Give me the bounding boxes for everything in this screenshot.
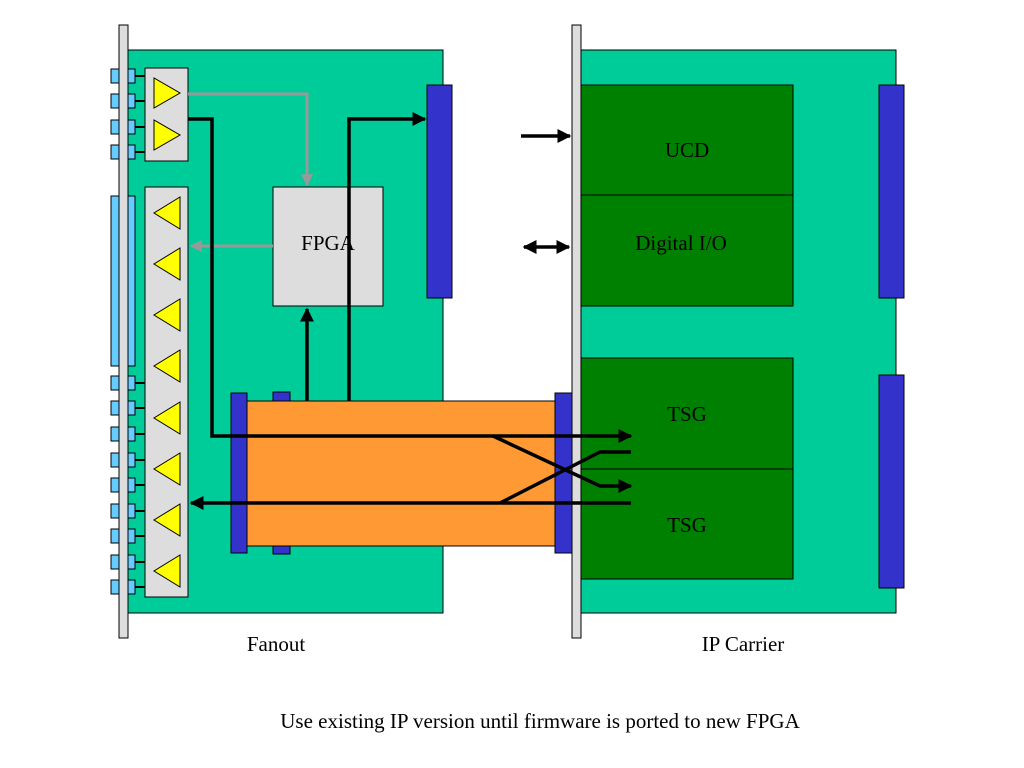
amplifier-icon bbox=[153, 247, 181, 281]
fanout-title: Fanout bbox=[246, 632, 306, 656]
cable-body bbox=[246, 400, 558, 547]
amplifier-icon bbox=[153, 196, 181, 230]
amplifier-icon bbox=[153, 119, 182, 151]
amplifier-icon bbox=[153, 77, 182, 109]
ucd-label: UCD bbox=[664, 138, 710, 162]
amplifier-icon bbox=[153, 298, 181, 332]
amplifier-icon bbox=[153, 554, 181, 588]
signal-return bbox=[189, 450, 631, 510]
ucd-module bbox=[580, 84, 794, 196]
ip-modules bbox=[580, 84, 794, 580]
port-stubs bbox=[135, 75, 146, 588]
amplifier-icon bbox=[153, 452, 181, 486]
amplifier-icon bbox=[153, 349, 181, 383]
internal-signals bbox=[188, 92, 313, 252]
fpga-chip bbox=[272, 186, 384, 307]
tsg-label-2: TSG bbox=[667, 513, 707, 537]
ip-carrier-edge-connector bbox=[878, 84, 905, 299]
tsg-label: TSG bbox=[667, 402, 707, 426]
fanout-edge-connector bbox=[426, 84, 453, 299]
fanout-front-panel bbox=[118, 24, 129, 639]
ip-carrier-edge-connectors bbox=[878, 84, 905, 589]
amplifier-icon bbox=[153, 401, 181, 435]
signal-lines bbox=[188, 112, 633, 510]
output-amplifier-block bbox=[144, 186, 189, 598]
amplifier-icon bbox=[153, 503, 181, 537]
digital-io-label: Digital I/O bbox=[635, 231, 727, 255]
ip-carrier-edge-connector bbox=[878, 374, 905, 589]
fpga-label: FPGA bbox=[301, 231, 355, 255]
cable-connector-left bbox=[230, 392, 248, 554]
signal-trigger-out bbox=[188, 117, 633, 443]
ip-carrier-title: IP Carrier bbox=[701, 632, 785, 656]
ip-carrier-front-panel bbox=[571, 24, 582, 639]
input-amplifier-block bbox=[144, 67, 189, 162]
signal-to-edge bbox=[347, 112, 427, 401]
signal-cross bbox=[492, 434, 633, 493]
digital-io-module bbox=[580, 194, 794, 307]
caption: Use existing IP version until firmware i… bbox=[280, 709, 800, 733]
cable-assembly bbox=[230, 391, 573, 555]
